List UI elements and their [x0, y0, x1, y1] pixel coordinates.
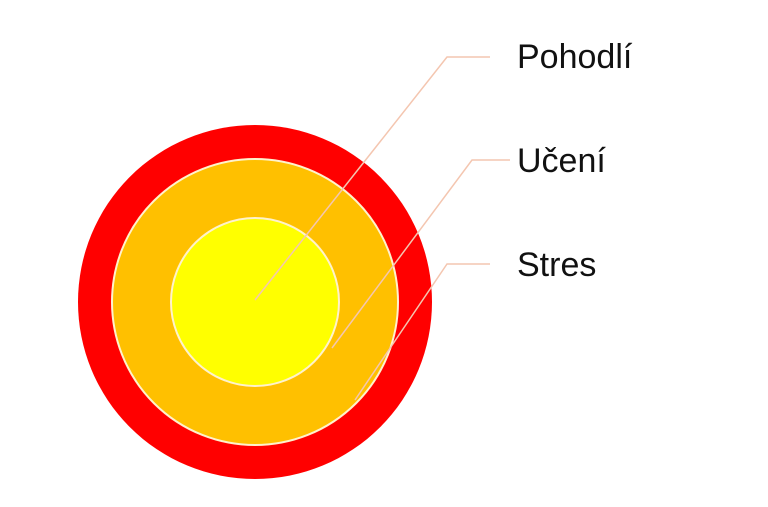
leader-line-stres [354, 263, 490, 401]
zone-label-pohodli: Pohodlí [517, 38, 633, 76]
comfort-zone-circle [170, 217, 340, 387]
leader-line-uceni [331, 159, 510, 349]
zone-label-stres: Stres [517, 246, 597, 284]
leader-line-pohodli [254, 56, 490, 301]
zone-label-uceni: Učení [517, 142, 606, 180]
